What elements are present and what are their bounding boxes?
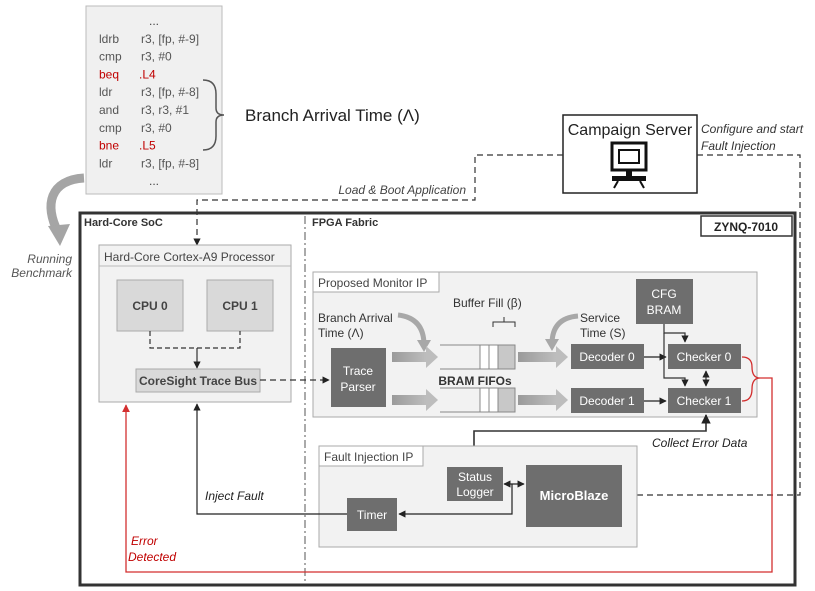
code-opcode: cmp: [99, 121, 122, 135]
microblaze-label: MicroBlaze: [540, 488, 609, 503]
checker1-block: [668, 388, 741, 413]
cortex-a9-panel: Hard-Core Cortex-A9 Processor CPU 0 CPU …: [98, 244, 292, 403]
code-listing: ... ldrb r3, [fp, #-9] cmp r3, #0 beq .L4 ldr r3…: [85, 5, 420, 195]
code-operands: .L5: [139, 139, 156, 153]
microblaze-block: [526, 465, 622, 527]
configure-label-1: Configure and start: [701, 122, 804, 136]
inject-fault-label: Inject Fault: [205, 489, 264, 503]
trace-label: Trace: [343, 364, 374, 378]
status-logger-block: [447, 467, 503, 501]
code-operands: r3, [fp, #-9]: [141, 32, 199, 46]
code-operands: r3, [fp, #-8]: [141, 85, 199, 99]
timer-block: [347, 498, 397, 531]
decoder1-label: Decoder 1: [579, 394, 635, 408]
cpu1-label: CPU 1: [222, 299, 258, 313]
fault-injection-panel: Fault Injection IP Status Logger MicroBl…: [318, 445, 638, 548]
zynq-label: ZYNQ-7010: [714, 220, 778, 234]
fat-arrow-fifo1-decoder1: [518, 389, 568, 411]
campaign-server-title: Campaign Server: [568, 122, 693, 139]
service-time-1: Service: [580, 311, 620, 325]
checker1-label: Checker 1: [677, 394, 732, 408]
branch-arrival-time-label: Branch Arrival Time (Λ): [245, 106, 420, 125]
status-label: Status: [458, 470, 492, 484]
running-benchmark: Running Benchmark: [11, 173, 85, 280]
cfg-label: CFG: [651, 287, 676, 301]
cpu0-label: CPU 0: [132, 299, 168, 313]
fault-ip-title: Fault Injection IP: [324, 450, 413, 464]
code-opcode: ldr: [99, 85, 112, 99]
checker0-label: Checker 0: [677, 350, 732, 364]
trace-parser-block: [331, 348, 386, 407]
code-ellipsis: ...: [149, 14, 159, 28]
configure-label-2: Fault Injection: [701, 139, 776, 153]
code-opcode: cmp: [99, 50, 122, 64]
code-opcode: beq: [99, 67, 119, 81]
load-boot-label: Load & Boot Application: [338, 183, 466, 197]
fat-arrow-fifo0-decoder0: [518, 346, 568, 368]
timer-label: Timer: [357, 508, 387, 522]
fat-arrow-trace-fifo1: [392, 389, 438, 411]
zynq-board: ZYNQ-7010 Hard-Core SoC FPGA Fabric: [78, 211, 797, 587]
code-operands: r3, #0: [141, 121, 172, 135]
code-opcode: and: [99, 103, 119, 117]
fifo-0: [440, 344, 516, 370]
fifo-1: [440, 387, 516, 413]
code-operands: r3, r3, #1: [141, 103, 189, 117]
collect-error-label: Collect Error Data: [652, 436, 748, 450]
logger-label: Logger: [456, 485, 493, 499]
cfg-bram-block: [636, 279, 693, 324]
fpga-fabric-label: FPGA Fabric: [312, 217, 378, 229]
code-opcode: ldr: [99, 156, 112, 170]
decoder0-label: Decoder 0: [579, 350, 635, 364]
code-operands: r3, #0: [141, 50, 172, 64]
parser-label: Parser: [340, 380, 375, 394]
configure-connector: [623, 154, 801, 499]
code-lines: ... ldrb r3, [fp, #-9] cmp r3, #0 beq .L4 ldr r3…: [99, 14, 199, 188]
buffer-fill-label: Buffer Fill (β): [453, 296, 522, 310]
hard-core-soc-label: Hard-Core SoC: [84, 217, 163, 229]
monitor-ip-panel: Proposed Monitor IP Branch Arrival Time …: [312, 271, 758, 418]
running-label: Running: [27, 252, 72, 266]
decoder0-block: [571, 344, 644, 369]
coresight-label: CoreSight Trace Bus: [139, 374, 257, 388]
cortex-title: Hard-Core Cortex-A9 Processor: [104, 250, 275, 264]
benchmark-label: Benchmark: [11, 266, 73, 280]
bram-label: BRAM: [647, 303, 682, 317]
load-boot-connector: Load & Boot Application: [193, 154, 563, 246]
service-time-2: Time (S): [580, 326, 626, 340]
fat-arrow-trace-fifo0: [392, 346, 438, 368]
code-opcode: bne: [99, 139, 119, 153]
cpu1-block: [206, 279, 274, 332]
branch-arrival-1: Branch Arrival: [318, 311, 393, 325]
error-label-2: Detected: [128, 550, 176, 564]
code-operands: r3, [fp, #-8]: [141, 156, 199, 170]
checker0-block: [668, 344, 741, 369]
brace: [202, 79, 225, 151]
curved-arrow: [46, 173, 85, 235]
code-opcode: ldrb: [99, 32, 119, 46]
branch-arrival-2: Time (Λ): [318, 326, 364, 340]
code-operands: .L4: [139, 67, 156, 81]
cpu0-block: [116, 279, 184, 332]
error-label-1: Error: [131, 534, 159, 548]
inject-fault-connector: [193, 403, 347, 515]
computer-icon: [610, 141, 648, 189]
code-ellipsis: ...: [149, 174, 159, 188]
monitor-ip-title: Proposed Monitor IP: [318, 276, 427, 290]
bram-fifos-label: BRAM FIFOs: [438, 374, 512, 388]
campaign-server: Campaign Server Configure and start Faul…: [562, 114, 804, 194]
decoder1-block: [571, 388, 644, 413]
